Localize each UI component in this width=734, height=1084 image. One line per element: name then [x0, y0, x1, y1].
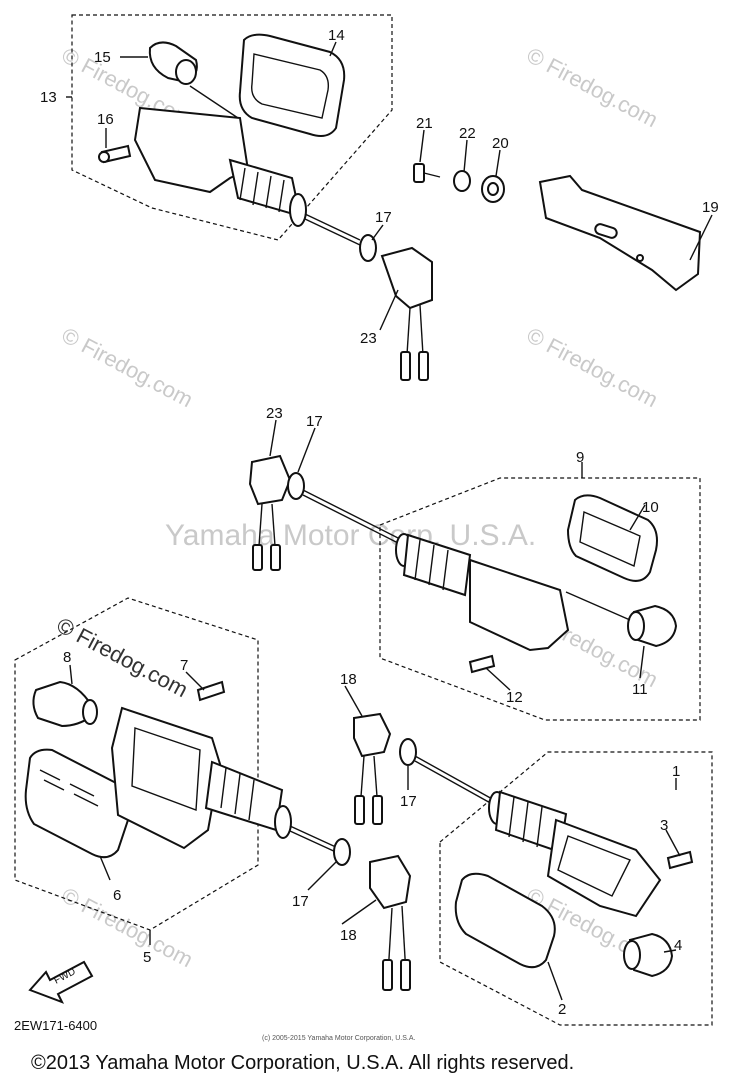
copyright-footer: ©2013 Yamaha Motor Corporation, U.S.A. A…: [31, 1052, 575, 1074]
callout-2: 2: [558, 1001, 566, 1018]
flasher-assembly-5: [24, 680, 339, 859]
callout-labels: 13 15 14 16 21 22 20 19 17 23 23 17 9 10…: [40, 27, 719, 1018]
callout-18: 18: [340, 671, 357, 688]
callout-6: 6: [113, 887, 121, 904]
assembly-box-5: [14, 597, 259, 931]
watermark-tile: © Firedog.com: [58, 882, 197, 972]
callout-19: 19: [702, 199, 719, 216]
callout-23: 23: [360, 330, 377, 347]
diagram-code: 2EW171-6400: [14, 1018, 98, 1033]
callout-17: 17: [375, 209, 392, 226]
assembly-box-13: [71, 14, 393, 241]
assembly-box-9: [379, 477, 701, 721]
watermark-tile: © Firedog.com: [523, 322, 662, 412]
watermark-main: Yamaha Motor Corp, U.S.A.: [165, 519, 536, 552]
callout-11: 11: [632, 681, 648, 698]
connector-23-top: [380, 246, 433, 381]
callout-17: 17: [306, 413, 323, 430]
connector-18-middle: [353, 712, 495, 825]
callout-4: 4: [674, 937, 682, 954]
callout-9: 9: [576, 449, 584, 466]
callout-17: 17: [400, 793, 417, 810]
flasher-assembly-9: [395, 494, 678, 674]
callout-5: 5: [143, 949, 151, 966]
small-copyright: (c) 2005-2015 Yamaha Motor Corporation, …: [262, 1035, 416, 1042]
flasher-assembly-1: [454, 790, 694, 978]
assembly-box-1: [439, 751, 713, 1026]
callout-16: 16: [97, 111, 114, 128]
fwd-arrow: FWD: [28, 960, 94, 1004]
callout-23: 23: [266, 405, 283, 422]
callout-13: 13: [40, 89, 57, 106]
callout-12: 12: [506, 689, 523, 706]
grommet-17-top: [359, 234, 377, 262]
leader-lines: [66, 41, 713, 1001]
callout-18: 18: [340, 927, 357, 944]
callout-10: 10: [642, 499, 659, 516]
callout-15: 15: [94, 49, 111, 66]
connector-23-middle: [248, 454, 403, 571]
callout-14: 14: [328, 27, 345, 44]
hardware-top-right: [413, 163, 702, 292]
callout-22: 22: [459, 125, 476, 142]
callout-8: 8: [63, 649, 71, 666]
watermark-tile: © Firedog.com: [58, 322, 197, 412]
callout-20: 20: [492, 135, 509, 152]
callout-7: 7: [180, 657, 188, 674]
callout-17: 17: [292, 893, 309, 910]
flasher-assembly-13: [98, 33, 361, 246]
connector-18-lower: [333, 838, 412, 991]
callout-3: 3: [660, 817, 668, 834]
watermark-tile: © Firedog.com: [523, 42, 662, 132]
callout-1: 1: [672, 763, 680, 780]
callout-21: 21: [416, 115, 433, 132]
